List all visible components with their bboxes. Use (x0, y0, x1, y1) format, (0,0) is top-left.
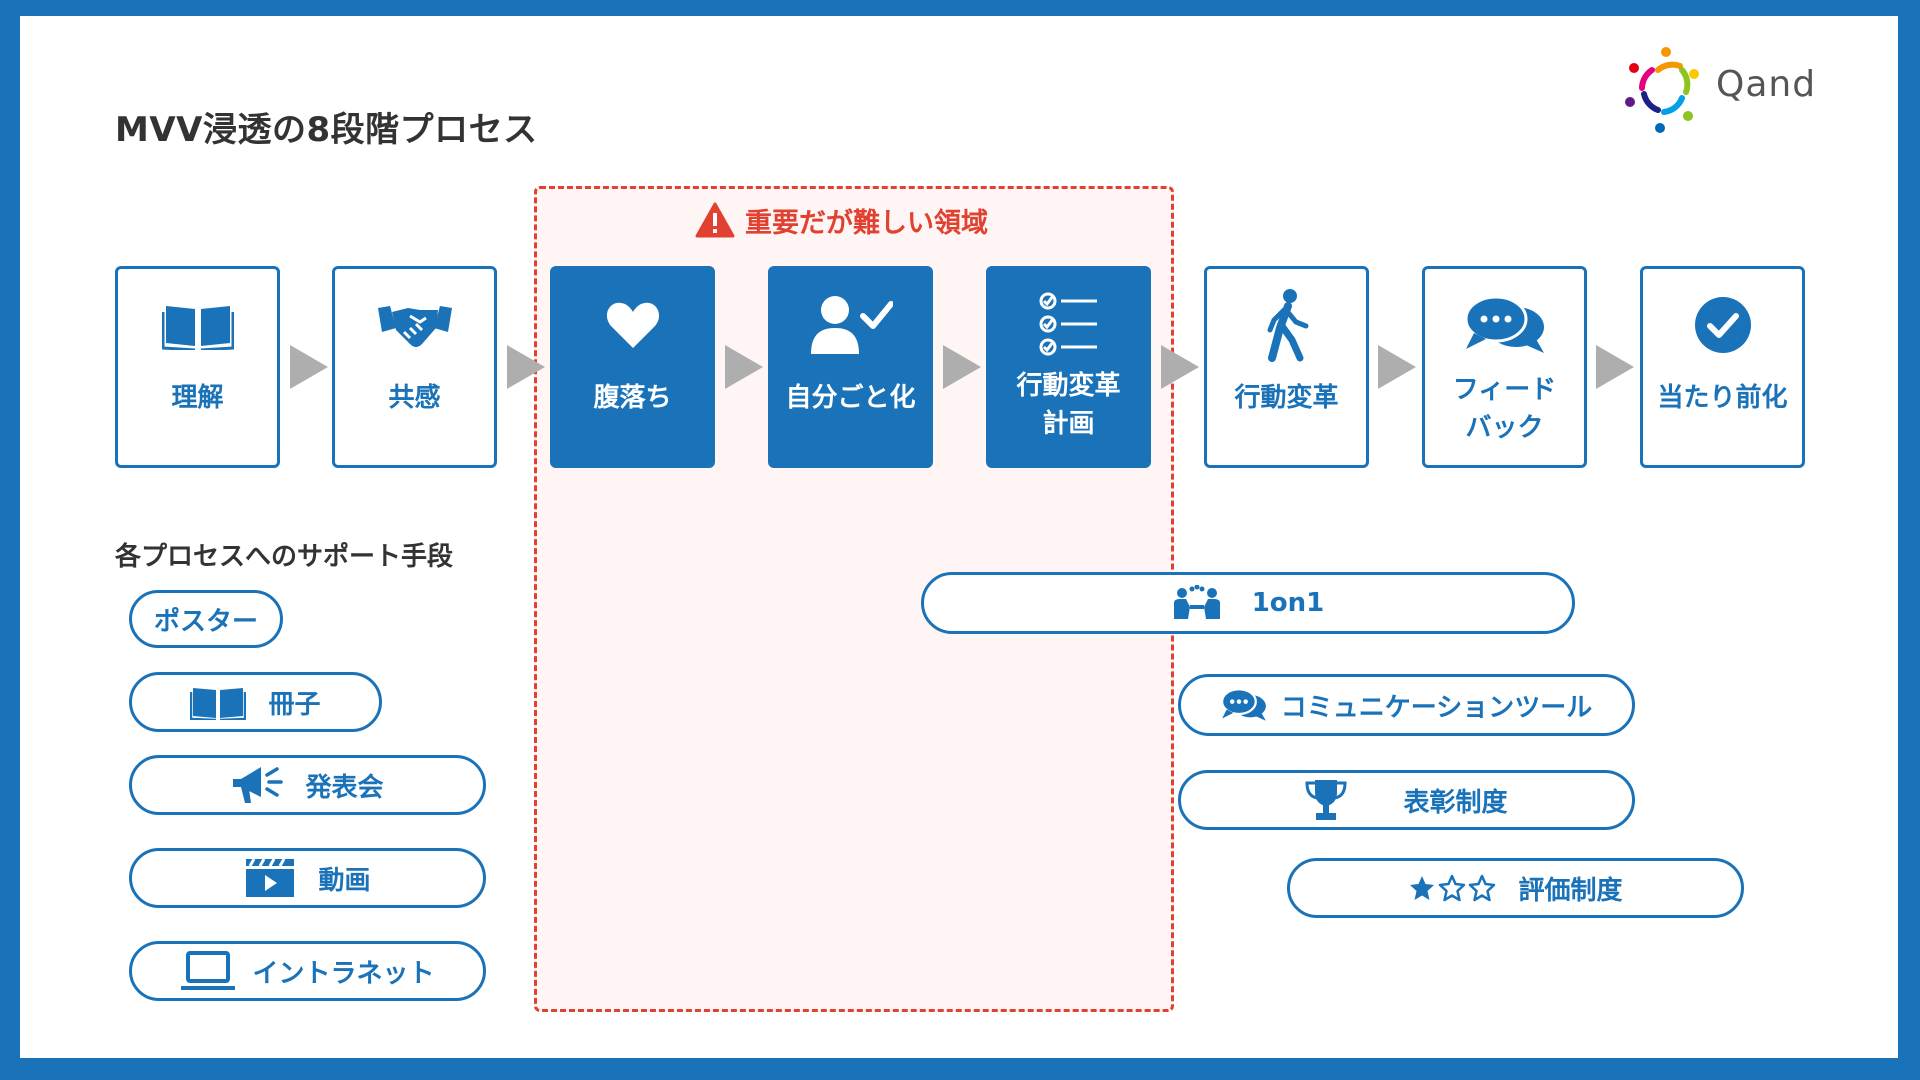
step-label: 腹落ち (593, 383, 672, 413)
warning-icon (695, 202, 735, 238)
arrow-icon (1378, 345, 1416, 389)
support-title: 各プロセスへのサポート手段 (115, 542, 454, 572)
step-action-plan: 行動変革 計画 (986, 266, 1151, 468)
logo: Qand (1620, 40, 1820, 140)
step-habituation: 当たり前化 (1640, 266, 1805, 468)
arrow-icon (1596, 345, 1634, 389)
book-icon (190, 688, 247, 720)
pill-label: 発表会 (305, 772, 384, 803)
heart-icon (606, 302, 659, 348)
pill-label: イントラネット (252, 958, 435, 989)
step-feedback: フィード バック (1422, 266, 1587, 468)
chat-icon (1220, 688, 1266, 721)
pill-video: 動画 (129, 848, 486, 908)
step-ownership: 自分ごと化 (768, 266, 933, 468)
logo-text: Qand (1716, 64, 1817, 105)
step-buy-in: 腹落ち (550, 266, 715, 468)
pill-label: 冊子 (268, 689, 321, 720)
pill-intranet: イントラネット (129, 941, 486, 1001)
arrow-icon (290, 345, 328, 389)
pill-presentation: 発表会 (129, 755, 486, 815)
user-check-icon (810, 296, 893, 354)
danger-zone-label: 重要だが難しい領域 (695, 200, 988, 240)
pill-communication-tool: コミュニケーションツール (1178, 674, 1635, 736)
checklist-icon (1039, 292, 1097, 356)
trophy-icon (1305, 780, 1347, 820)
handshake-icon (377, 306, 452, 347)
pill-label: 表彰制度 (1403, 787, 1508, 818)
laptop-icon (181, 951, 236, 990)
arrow-icon (507, 345, 545, 389)
pill-evaluation-system: 評価制度 (1287, 858, 1744, 918)
chat-icon (1464, 295, 1544, 353)
book-icon (161, 306, 234, 350)
arrow-icon (725, 345, 763, 389)
arrow-icon (943, 345, 981, 389)
step-label: 理解 (171, 383, 224, 413)
step-label: フィード バック (1452, 375, 1557, 443)
step-empathy: 共感 (332, 266, 497, 468)
step-behavior-change: 行動変革 (1204, 266, 1369, 468)
pill-label: ポスター (153, 606, 258, 637)
step-label: 当たり前化 (1657, 383, 1788, 413)
pill-label: 1on1 (1251, 588, 1325, 618)
megaphone-icon (233, 767, 284, 803)
pill-label: コミュニケーションツール (1280, 692, 1593, 723)
stars-icon (1410, 874, 1496, 902)
pill-label: 評価制度 (1518, 875, 1623, 906)
pill-poster: ポスター (129, 590, 283, 648)
meeting-icon (1173, 585, 1220, 619)
arrow-icon (1161, 345, 1199, 389)
video-icon (246, 858, 295, 897)
pill-1on1: 1on1 (921, 572, 1575, 634)
step-label: 共感 (388, 383, 441, 413)
step-understanding: 理解 (115, 266, 280, 468)
check-circle-icon (1694, 297, 1751, 353)
walking-icon (1267, 289, 1308, 362)
page-title: MVV浸透の8段階プロセス (115, 110, 538, 150)
danger-zone-text: 重要だが難しい領域 (745, 207, 988, 239)
qand-logo-icon (1625, 47, 1699, 133)
step-label: 行動変革 (1234, 383, 1339, 413)
step-label: 自分ごと化 (785, 383, 916, 413)
pill-booklet: 冊子 (129, 672, 382, 732)
step-label: 行動変革 計画 (1016, 371, 1121, 439)
pill-label: 動画 (318, 865, 371, 896)
pill-award-system: 表彰制度 (1178, 770, 1635, 830)
